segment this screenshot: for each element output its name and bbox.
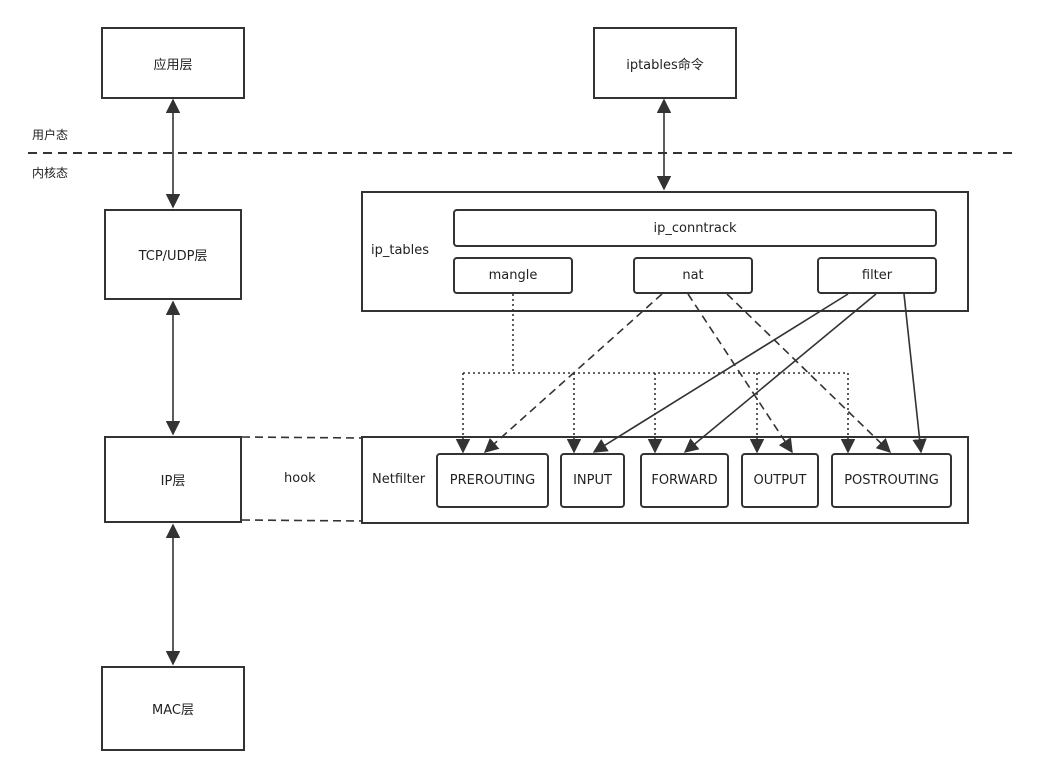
iptables-command-label: iptables命令	[626, 57, 704, 73]
mangle-table-box: mangle	[453, 257, 573, 294]
kernel-mode-label: 内核态	[32, 166, 69, 180]
hook-input-box: INPUT	[560, 453, 625, 508]
ip-conntrack-label: ip_conntrack	[653, 220, 737, 236]
hook-line-top	[241, 436, 363, 439]
nat-table-label: nat	[682, 268, 704, 283]
ip-tables-label: ip_tables	[371, 243, 430, 258]
filter-connectors	[592, 293, 927, 454]
ip-layer-label: IP层	[160, 474, 186, 489]
ip-conntrack-box: ip_conntrack	[453, 209, 937, 247]
mac-layer-box: MAC层	[101, 666, 245, 751]
hook-prerouting-box: PREROUTING	[436, 453, 549, 508]
hook-line-bottom	[241, 519, 363, 522]
nat-table-box: nat	[633, 257, 753, 294]
hook-output-box: OUTPUT	[741, 453, 819, 508]
hook-forward-box: FORWARD	[640, 453, 729, 508]
nat-connectors	[483, 293, 892, 454]
mac-layer-label: MAC层	[152, 703, 194, 718]
ip-tables-container	[361, 191, 969, 312]
mangle-connectors	[455, 294, 856, 454]
filter-table-box: filter	[817, 257, 937, 294]
hook-forward-label: FORWARD	[651, 473, 718, 488]
hook-prerouting-label: PREROUTING	[449, 473, 536, 488]
hook-output-label: OUTPUT	[753, 473, 807, 488]
hook-postrouting-box: POSTROUTING	[831, 453, 952, 508]
filter-table-label: filter	[861, 268, 893, 283]
netfilter-container	[361, 436, 969, 524]
mangle-table-label: mangle	[488, 268, 538, 283]
app-layer-box: 应用层	[101, 27, 245, 99]
ip-layer-box: IP层	[104, 436, 242, 523]
hook-postrouting-label: POSTROUTING	[844, 473, 939, 488]
app-layer-label: 应用层	[153, 57, 193, 73]
iptables-command-box: iptables命令	[593, 27, 737, 99]
user-mode-label: 用户态	[32, 128, 69, 142]
netfilter-label: Netfilter	[372, 472, 426, 487]
tcp-udp-layer-label: TCP/UDP层	[138, 249, 208, 264]
tcp-udp-layer-box: TCP/UDP层	[104, 209, 242, 300]
hook-label: hook	[284, 471, 316, 486]
hook-input-label: INPUT	[573, 473, 612, 488]
